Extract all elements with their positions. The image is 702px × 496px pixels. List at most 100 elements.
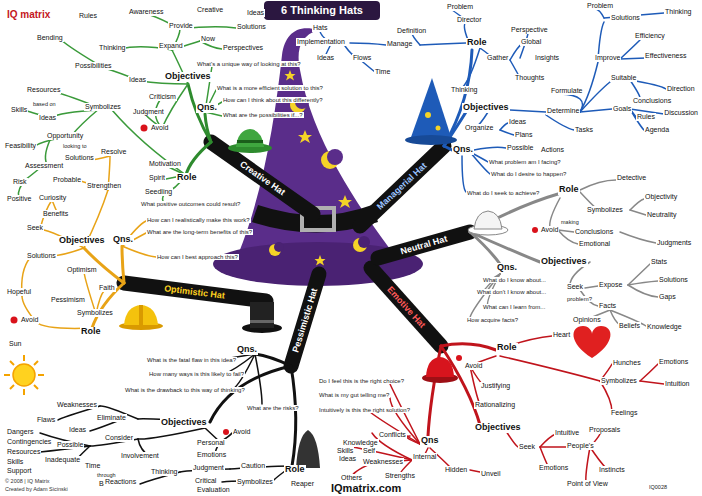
sub-branch xyxy=(350,43,386,45)
branch-word: Solutions xyxy=(64,154,95,162)
question-text: What don't I know about... xyxy=(476,289,547,296)
yellow-hard-hat xyxy=(119,305,163,330)
branch-word: Seek xyxy=(518,443,536,451)
small-note: making xyxy=(560,219,580,225)
branch-word: Pessimism xyxy=(50,296,86,304)
branch-word: Expand xyxy=(158,42,184,50)
green-hat xyxy=(228,129,272,153)
hub-branch xyxy=(84,50,558,466)
branch-word: Avoid xyxy=(464,362,483,370)
question-text: Intuitively is this the right solution? xyxy=(318,407,411,414)
branch-word: Hopeful xyxy=(6,288,32,296)
sub-branch xyxy=(500,356,600,381)
branch-word: Reaper xyxy=(290,480,315,488)
moon-shadow xyxy=(327,149,343,165)
heart-icon xyxy=(573,326,610,358)
moon-shadow xyxy=(274,236,370,252)
website-text: IQmatrix.com xyxy=(330,482,402,494)
sub-branch xyxy=(40,354,292,484)
question-text: Do I feel this is the right choice? xyxy=(318,378,405,385)
question-text: How acquire facts? xyxy=(466,317,519,324)
branch-word: Resolve xyxy=(100,148,127,156)
sun-icon xyxy=(10,361,14,365)
sun-icon xyxy=(38,374,44,376)
sub-branch xyxy=(580,82,610,112)
branch-word: Implementation xyxy=(296,38,346,46)
question-text: How can I think about this differently? xyxy=(222,97,324,104)
sub-branch xyxy=(628,285,658,297)
hub-word: Qns. xyxy=(496,263,518,273)
branch-word: Intuition xyxy=(664,380,691,388)
sub-branch xyxy=(630,199,644,210)
branch-word: Determine xyxy=(546,107,580,115)
sub-branch xyxy=(500,130,514,135)
branch-word: Ideas xyxy=(338,455,357,463)
branch-word: Optimism xyxy=(66,266,98,274)
branch-word: Feasibility xyxy=(4,142,37,150)
branch-word: Assessment xyxy=(24,162,64,170)
question-text: What are the long-term benefits of this? xyxy=(146,229,253,236)
copyright-text: Created by Adam Sicinski xyxy=(4,486,69,492)
branch-word: Rules xyxy=(636,113,656,121)
branch-word: Gaps xyxy=(658,293,677,301)
branch-word: Hunches xyxy=(612,359,642,367)
branch-word: Emotions xyxy=(658,358,689,366)
sun-icon xyxy=(4,355,44,395)
branch-word: Ideas xyxy=(38,114,57,122)
avoid-marker xyxy=(456,355,462,361)
branch-word: Director xyxy=(456,16,483,24)
branch-word: Judgment xyxy=(132,108,165,116)
branch-word: Avoid xyxy=(540,226,559,234)
main-branch xyxy=(378,232,470,258)
branch-word: Skills xyxy=(336,447,354,455)
question-text: What are the possibilities if...? xyxy=(222,112,304,119)
sub-branch xyxy=(630,80,640,98)
branch-word: Dangers xyxy=(6,428,34,436)
hat-branch-name: Neutral Hat xyxy=(400,234,449,256)
hub-word: Role xyxy=(80,327,102,337)
branch-word: Problem xyxy=(446,3,474,11)
star-symbol xyxy=(298,130,312,143)
sub-branch xyxy=(255,354,262,404)
branch-word: Emotional xyxy=(578,240,611,248)
sub-branch xyxy=(470,152,490,174)
branch-word: Seek xyxy=(26,224,44,232)
hub-branch xyxy=(441,346,480,425)
branch-word: Strengths xyxy=(384,472,416,480)
sub-branch xyxy=(22,156,156,328)
branch-word: Ideas xyxy=(68,426,87,434)
sub-branch xyxy=(580,109,612,112)
branch-word: Symbolizes xyxy=(236,478,274,486)
branch-word: Curiosity xyxy=(38,194,67,202)
branch-word: Thoughts xyxy=(514,74,545,82)
hub-word: Qns. xyxy=(236,345,258,355)
question-text: What is my gut telling me? xyxy=(318,392,390,399)
hub-word: Qns. xyxy=(196,103,218,113)
sub-branch xyxy=(550,198,560,228)
branch-word: Self xyxy=(362,447,376,455)
branch-word: Perspectives xyxy=(222,44,264,52)
branch-word: Justifying xyxy=(480,382,511,390)
hub-branch xyxy=(444,146,452,150)
branch-word: Rules xyxy=(78,12,98,20)
branch-word: Involvement xyxy=(120,452,160,460)
branch-word: Goals xyxy=(612,105,632,113)
hub-word: Objectives xyxy=(474,423,522,433)
hub-branch xyxy=(205,114,211,142)
sub-branch xyxy=(138,428,205,439)
yellow-hard-hat xyxy=(124,305,158,325)
branch-word: Weaknesses xyxy=(56,401,98,409)
blue-wizard-hat xyxy=(405,135,457,145)
branch-word: Thinking xyxy=(664,8,692,16)
sub-branch xyxy=(585,286,598,288)
branch-word: Solutions xyxy=(610,14,641,22)
branch-word: Risk xyxy=(12,178,28,186)
branch-word: Flaws xyxy=(36,416,56,424)
branch-word: Hidden xyxy=(444,466,468,474)
branch-word: Faith xyxy=(98,284,116,292)
avoid-marker xyxy=(532,227,538,233)
branch-word: Avoid xyxy=(232,428,251,436)
branch-word: Resources xyxy=(6,448,41,456)
central-hat xyxy=(213,1,423,286)
